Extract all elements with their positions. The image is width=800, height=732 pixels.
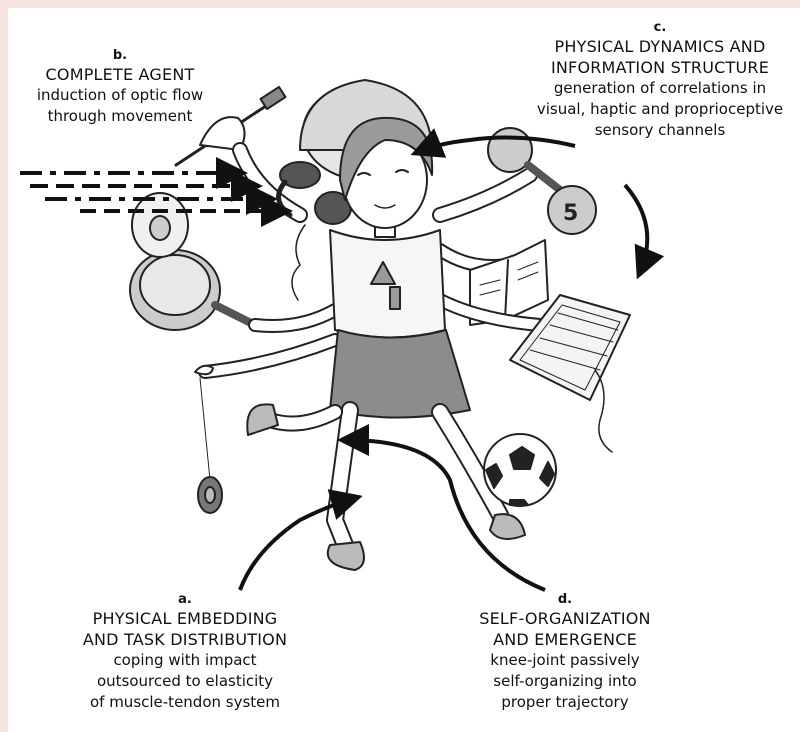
label-c-letter: c.: [520, 20, 800, 36]
label-b: b. COMPLETE AGENT induction of optic flo…: [20, 48, 220, 127]
label-d-letter: d.: [440, 592, 690, 608]
label-a: a. PHYSICAL EMBEDDING AND TASK DISTRIBUT…: [60, 592, 310, 713]
label-c-desc-3: sensory channels: [520, 120, 800, 141]
yo-yo-icon: [198, 477, 222, 513]
label-b-letter: b.: [20, 48, 220, 64]
label-a-letter: a.: [60, 592, 310, 608]
label-b-desc-2: through movement: [20, 106, 220, 127]
label-c-title-1: PHYSICAL DYNAMICS AND: [520, 36, 800, 57]
label-a-title-1: PHYSICAL EMBEDDING: [60, 608, 310, 629]
label-b-title: COMPLETE AGENT: [20, 64, 220, 85]
soccer-ball-icon: [484, 434, 556, 506]
svg-text:5: 5: [563, 201, 578, 226]
label-d: d. SELF-ORGANIZATION AND EMERGENCE knee-…: [440, 592, 690, 713]
label-b-desc-1: induction of optic flow: [20, 85, 220, 106]
label-d-title-2: AND EMERGENCE: [440, 629, 690, 650]
arrow-c-keyboard: [625, 185, 647, 272]
label-d-desc-2: self-organizing into: [440, 671, 690, 692]
label-c-desc-1: generation of correlations in: [520, 78, 800, 99]
label-c-desc-2: visual, haptic and proprioceptive: [520, 99, 800, 120]
frying-pan-icon: [130, 193, 255, 330]
label-c: c. PHYSICAL DYNAMICS AND INFORMATION STR…: [520, 20, 800, 141]
label-d-desc-1: knee-joint passively: [440, 650, 690, 671]
label-a-desc-1: coping with impact: [60, 650, 310, 671]
label-c-title-2: INFORMATION STRUCTURE: [520, 57, 800, 78]
label-a-desc-2: outsourced to elasticity: [60, 671, 310, 692]
label-a-title-2: AND TASK DISTRIBUTION: [60, 629, 310, 650]
label-a-desc-3: of muscle-tendon system: [60, 692, 310, 713]
label-d-title-1: SELF-ORGANIZATION: [440, 608, 690, 629]
label-d-desc-3: proper trajectory: [440, 692, 690, 713]
